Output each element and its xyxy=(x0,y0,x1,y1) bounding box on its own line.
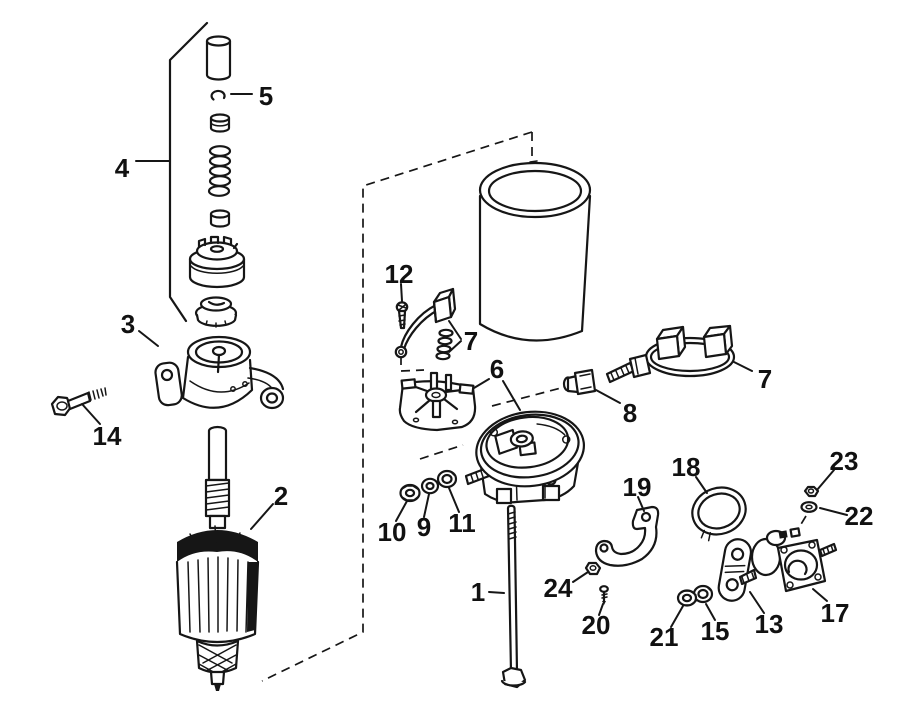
pinion-nut-drawing xyxy=(194,296,238,328)
callout-22: 22 xyxy=(845,501,874,531)
sleeve-ring-18-drawing xyxy=(691,486,747,542)
screw-20-drawing xyxy=(599,585,609,605)
hex-nut-21-drawing xyxy=(676,589,698,607)
callout-13: 13 xyxy=(755,609,784,639)
spacer-lower-drawing xyxy=(209,209,231,228)
callout-10: 10 xyxy=(378,517,407,547)
washer-9-drawing xyxy=(420,477,440,495)
callout-1: 1 xyxy=(471,577,485,607)
callout-18: 18 xyxy=(672,452,701,482)
callout-numbers: 4 5 3 14 2 12 7 6 8 7 10 9 11 1 19 24 20… xyxy=(93,81,874,652)
clamp-strap-drawing xyxy=(594,505,660,567)
lock-washer-11-drawing xyxy=(436,469,458,489)
link-plate-13-drawing xyxy=(717,538,753,602)
through-bolt-drawing xyxy=(500,504,527,689)
callout-leader-lines xyxy=(81,93,848,628)
callout-20: 20 xyxy=(582,610,611,640)
grommet-8-drawing xyxy=(562,368,597,396)
solenoid-drawing xyxy=(738,527,838,593)
callout-9: 9 xyxy=(417,512,431,542)
pinion-spring-drawing xyxy=(207,145,232,197)
spacer-upper-drawing xyxy=(209,113,231,133)
callout-4: 4 xyxy=(115,153,130,183)
callout-19: 19 xyxy=(623,472,652,502)
callout-5: 5 xyxy=(259,81,273,111)
callout-6: 6 xyxy=(490,354,504,384)
nut-24-drawing xyxy=(584,561,602,576)
callout-8: 8 xyxy=(623,398,637,428)
brush-and-spring-drawing xyxy=(432,287,457,361)
callout-15: 15 xyxy=(701,616,730,646)
brush-set-drawing xyxy=(605,324,736,384)
hex-nut-10-drawing xyxy=(399,483,421,503)
callout-17: 17 xyxy=(821,598,850,628)
callout-12: 12 xyxy=(385,259,414,289)
armature-drawing xyxy=(175,425,260,691)
lower-end-cap-drawing xyxy=(464,410,586,505)
upper-end-cap-drawing xyxy=(154,335,285,410)
motor-frame-drawing xyxy=(478,160,592,342)
callout-24: 24 xyxy=(544,573,573,603)
nut-23-drawing xyxy=(803,485,820,498)
retaining-clip-drawing xyxy=(210,89,226,101)
callout-2: 2 xyxy=(274,481,288,511)
callout-11: 11 xyxy=(448,508,476,538)
callout-7-left: 7 xyxy=(464,326,478,356)
callout-7-right: 7 xyxy=(758,364,772,394)
washer-22-drawing xyxy=(800,501,818,513)
brush-lead-screw-12-drawing xyxy=(394,301,440,359)
callout-3: 3 xyxy=(121,309,135,339)
group-bracket-4 xyxy=(135,21,209,323)
pinion-stopper-drawing xyxy=(205,35,232,81)
callout-21: 21 xyxy=(650,622,679,652)
bolt-14-drawing xyxy=(50,387,107,417)
brush-holder-drawing xyxy=(398,371,477,432)
callout-23: 23 xyxy=(830,446,859,476)
callout-14: 14 xyxy=(93,421,122,451)
pinion-gear-drawing xyxy=(188,235,246,289)
